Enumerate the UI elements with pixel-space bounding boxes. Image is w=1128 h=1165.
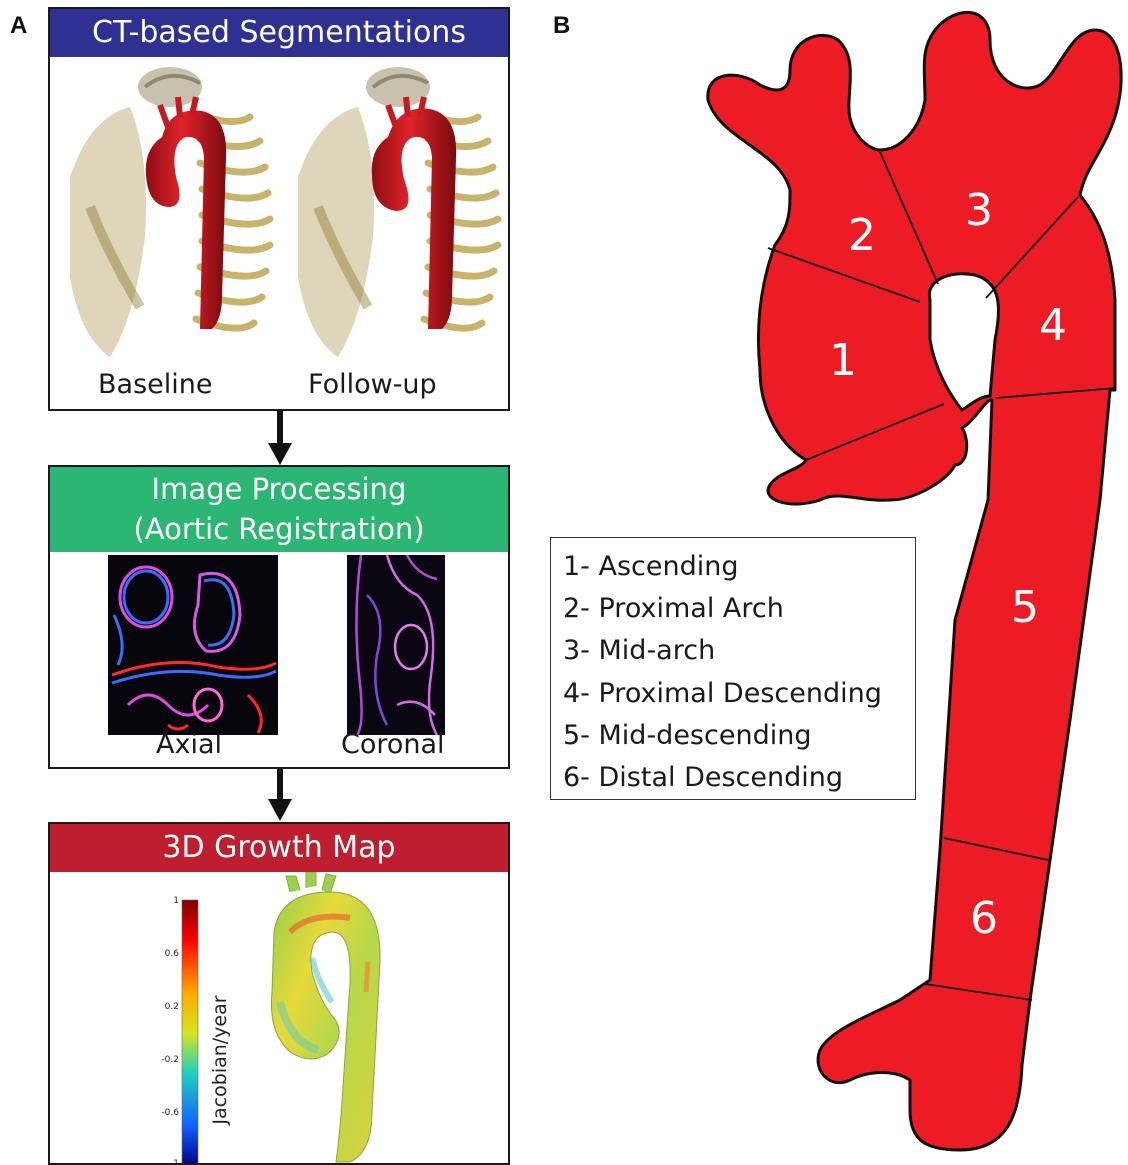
- legend-item: 2- Proximal Arch: [563, 588, 915, 630]
- colorbar-tick: -0.2: [161, 1055, 179, 1065]
- colorbar: [182, 900, 198, 1165]
- segment-number-2: 2: [848, 210, 876, 261]
- colorbar-tick: -1: [170, 1159, 179, 1165]
- follow-up-rendering: [298, 67, 498, 357]
- colorbar-tick: 0.6: [165, 949, 180, 959]
- follow-up-label: Follow-up: [308, 369, 437, 400]
- image-processing-subtitle: (Aortic Registration): [50, 509, 508, 549]
- baseline-label: Baseline: [98, 369, 212, 400]
- segment-number-1: 1: [829, 335, 857, 386]
- legend-item: 6- Distal Descending: [563, 757, 915, 799]
- colorbar-ticks: 1 0.6 0.2 -0.2 -0.6 -1: [161, 896, 179, 1165]
- coronal-label: Coronal: [341, 729, 445, 760]
- down-arrow-icon: [268, 769, 292, 823]
- segment-number-3: 3: [965, 185, 993, 236]
- segment-legend: 1- Ascending 2- Proximal Arch 3- Mid-arc…: [550, 537, 916, 800]
- colorbar-label: Jacobian/year: [209, 995, 231, 1125]
- axial-registration-image: [108, 555, 278, 735]
- colorbar-tick: 0.2: [165, 1002, 179, 1012]
- panel-b-letter: B: [553, 12, 570, 40]
- ct-segmentations-box: CT-based Segmentations: [48, 7, 510, 411]
- growth-map-figure: 1 0.6 0.2 -0.2 -0.6 -1 Jacobian/year: [50, 872, 508, 1165]
- growth-map-title: 3D Growth Map: [50, 824, 508, 872]
- baseline-rendering: [70, 67, 270, 357]
- image-processing-title: Image Processing: [50, 469, 508, 509]
- image-processing-header: Image Processing (Aortic Registration): [50, 467, 508, 552]
- growth-map-box: 3D Growth Map 1 0.6 0.2 -0.2 -0.6 -1 Jac…: [48, 822, 510, 1165]
- ct-volume-renderings: [50, 57, 508, 409]
- coronal-registration-image: [347, 555, 445, 735]
- segment-number-5: 5: [1011, 582, 1039, 633]
- axial-label: Axial: [156, 729, 222, 760]
- colorbar-tick: 1: [173, 896, 179, 906]
- legend-item: 3- Mid-arch: [563, 630, 915, 672]
- segment-number-6: 6: [970, 893, 998, 944]
- legend-item: 1- Ascending: [563, 546, 915, 588]
- segment-number-4: 4: [1039, 300, 1067, 351]
- colorbar-tick: -0.6: [161, 1108, 179, 1118]
- legend-item: 4- Proximal Descending: [563, 673, 915, 715]
- down-arrow-icon: [268, 411, 292, 467]
- growth-map-aorta: [271, 872, 380, 1162]
- image-processing-box: Image Processing (Aortic Registration): [48, 465, 510, 769]
- legend-item: 5- Mid-descending: [563, 715, 915, 757]
- panel-a-letter: A: [10, 12, 27, 40]
- ct-segmentations-title: CT-based Segmentations: [50, 9, 508, 57]
